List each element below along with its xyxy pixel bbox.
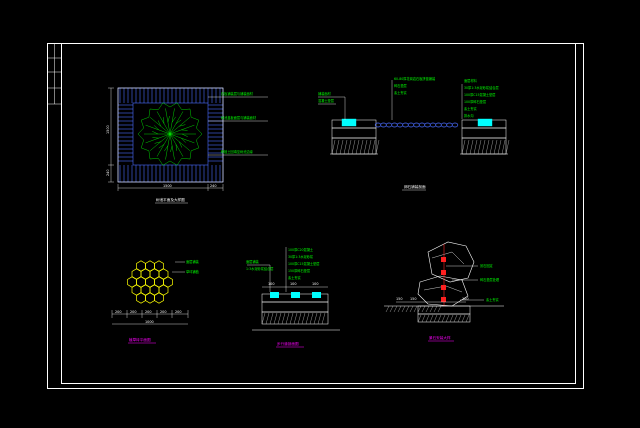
pave-left-label-1: 铺装面材 [318, 91, 332, 96]
tree-pool-label-3: 种植土回填至树池边缘 [221, 149, 254, 154]
rock-label-3: 素土夯实 [486, 297, 499, 302]
sheet-inner-border [61, 43, 576, 384]
pavement-section-title: 卵石铺装剖面 [404, 184, 426, 189]
path-label-4: 30厚1:3水泥砂浆 [288, 254, 314, 259]
hex-label-2: 草坪铺植 [186, 269, 200, 274]
rock-dim-3: 100 [462, 297, 468, 301]
path-label-2: 1:3水泥砂浆结合层 [246, 266, 273, 271]
tree-pool-paving-frame [117, 87, 224, 183]
tree-pool-label-2: 树池盖板面层与铺装面材 [221, 115, 257, 120]
hex-paver-title: 植草砖平面图 [129, 337, 151, 342]
pave-right-label-4: 100厚碎石垫层 [464, 99, 486, 104]
hex-dim-2: 200 [130, 310, 136, 314]
hex-dim-3: 200 [145, 310, 151, 314]
hex-dim-total: 1000 [145, 320, 154, 324]
pave-left-label-2: 混凝土垫层 [318, 98, 334, 103]
pave-right-label-5: 素土夯实 [464, 106, 477, 111]
tree-pool-title: 树池平面及大样图 [156, 197, 185, 202]
path-label-6: 150厚碎石垫层 [288, 268, 310, 273]
path-dim-2: 100 [290, 282, 296, 286]
dim-side: 240 [210, 184, 216, 188]
pave-mid-label-3: 素土夯实 [394, 90, 407, 95]
hex-label-1: 面层铺装 [186, 259, 200, 264]
pave-right-label-1: 面层材料 [464, 78, 478, 83]
dim-height: 1500 [106, 125, 110, 134]
rock-detail-title: 景石安装大样 [429, 335, 451, 340]
path-section: 面层铺装 1:3水泥砂浆结合层 100厚C20混凝土 30厚1:3水泥砂浆 10… [246, 247, 340, 348]
rock-outline-top [427, 241, 475, 283]
path-section-title: 步行道剖面图 [277, 341, 299, 346]
tree-canopy-symbol [137, 102, 203, 166]
hex-dim-5: 200 [175, 310, 181, 314]
hex-paver-plan: 面层铺装 草坪铺植 200 200 200 200 200 1000 植草砖平面… [111, 259, 200, 344]
tree-pool-label-1: 石板铺装层与铺装面材 [221, 91, 254, 96]
path-dim-1: 100 [268, 282, 274, 286]
pavement-section: 铺装面材 混凝土垫层 60-80厚花岗岩石板拼缝铺装 碎石垫层 素土夯实 面层材… [318, 76, 510, 191]
rock-outline-mid [417, 275, 469, 307]
rock-dim-1: 150 [396, 297, 402, 301]
hex-dim-1: 200 [115, 310, 121, 314]
path-label-3: 100厚C20混凝土 [288, 247, 314, 252]
rock-dim-2: 150 [410, 297, 416, 301]
pave-mid-label-1: 60-80厚花岗岩石板拼缝铺装 [394, 76, 436, 81]
pave-mid-label-2: 碎石垫层 [394, 83, 407, 88]
dim-width: 1500 [163, 184, 172, 188]
path-label-1: 面层铺装 [246, 259, 260, 264]
pebble-chain [374, 122, 459, 128]
path-dim-3: 100 [312, 282, 318, 286]
pave-right-label-3: 100厚C15混凝土垫层 [464, 92, 496, 97]
rock-label-2: 碎石垫层处理 [480, 277, 500, 282]
hex-paver-grid [127, 260, 173, 304]
tree-pool-plan: 石板铺装层与铺装面材 树池盖板面层与铺装面材 种植土回填至树池边缘 1500 2… [106, 87, 268, 204]
rock-detail: 景石固定 碎石垫层处理 素土夯实 150 150 100 景石安装大样 [384, 241, 504, 342]
path-label-7: 素土夯实 [288, 275, 301, 280]
hex-dim-4: 200 [160, 310, 166, 314]
path-label-5: 100厚C15混凝土垫层 [288, 261, 320, 266]
rock-label-1: 景石固定 [480, 263, 494, 268]
tree-pool-outline [117, 87, 224, 183]
pave-right-label-2: 30厚1:3水泥砂浆结合层 [464, 85, 499, 90]
pave-right-label-6: 排水沟 [464, 113, 474, 118]
title-strip [47, 43, 62, 105]
dim-corner: 240 [106, 170, 110, 176]
